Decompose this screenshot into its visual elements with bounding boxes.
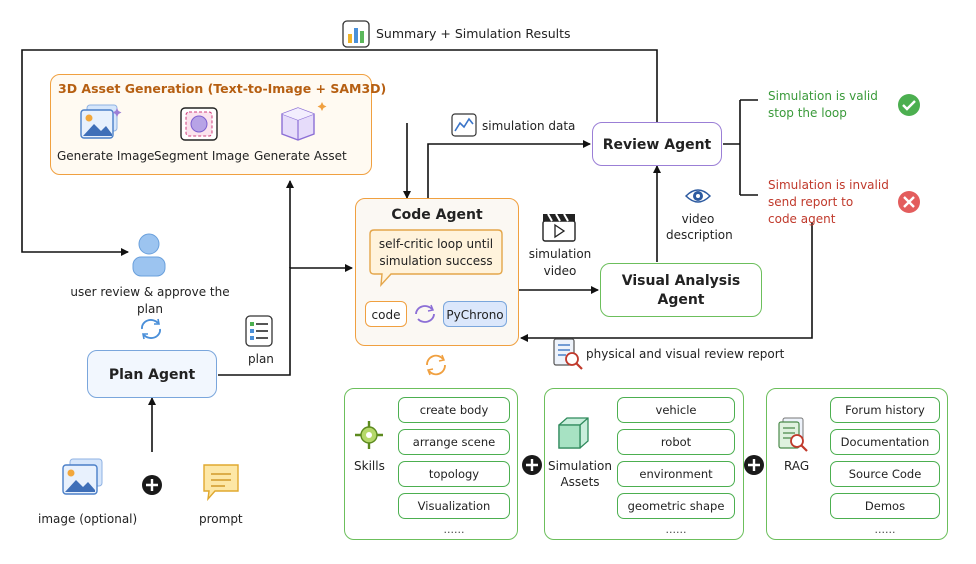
document-search-icon [777, 417, 809, 457]
review-agent-title: Review Agent [602, 137, 712, 153]
rag-label: RAG [784, 459, 810, 473]
invalid-line2: send report to [768, 195, 854, 209]
clapperboard-icon [542, 212, 576, 246]
review-branch-line [723, 99, 758, 196]
asset-item: robot [617, 429, 735, 455]
video-description-line2: description [666, 228, 733, 242]
code-agent-bubble-line2: simulation success [379, 254, 493, 268]
refresh-icon [138, 318, 164, 344]
skill-item: Visualization [398, 493, 510, 519]
valid-line2: stop the loop [768, 106, 847, 120]
plus-icon [521, 454, 543, 480]
rag-item: Demos [830, 493, 940, 519]
review-report-line [520, 222, 813, 342]
rag-item: Forum history [830, 397, 940, 423]
image-sparkle-icon [79, 104, 123, 146]
skill-item: create body [398, 397, 510, 423]
user-label-line1: user review & approve the [70, 285, 230, 299]
plan-agent-box [87, 350, 217, 398]
visual-agent-title-line1: Visual Analysis [621, 273, 741, 289]
user-icon [131, 232, 167, 282]
checklist-icon [245, 315, 273, 351]
joystick-icon [353, 419, 385, 455]
skill-item: topology [398, 461, 510, 487]
asset-generation-title: 3D Asset Generation (Text-to-Image + SAM… [58, 81, 387, 96]
asset-item: environment [617, 461, 735, 487]
review-report-label: physical and visual review report [586, 347, 785, 361]
step-generate-image: Generate Image [57, 149, 155, 163]
invalid-line3: code agent [768, 212, 836, 226]
visual-agent-box [600, 263, 762, 317]
skills-more: ...... [443, 523, 465, 536]
step-generate-asset: Generate Asset [254, 149, 347, 163]
skills-label: Skills [354, 459, 385, 473]
simulation-video-label-line2: video [543, 264, 577, 278]
segment-icon [179, 106, 219, 146]
pychrono-label: PyChrono [446, 308, 504, 322]
prompt-icon [201, 462, 241, 506]
asset-item: geometric shape [617, 493, 735, 519]
assets-label-line2: Assets [560, 475, 600, 489]
code-agent-title: Code Agent [391, 207, 483, 223]
user-label-line2: plan [137, 302, 163, 316]
sync-icon [423, 353, 449, 381]
line-chart-icon [451, 113, 477, 141]
rag-item: Source Code [830, 461, 940, 487]
rag-item: Documentation [830, 429, 940, 455]
check-icon [897, 93, 921, 121]
bar-chart-icon [342, 20, 370, 52]
code-agent-bubble-line1: self-critic loop until [378, 237, 494, 251]
assets-more: ...... [665, 523, 687, 536]
pychrono-chip [443, 301, 507, 327]
review-agent-box [592, 122, 722, 166]
report-search-icon [553, 338, 583, 374]
image-input-label: image (optional) [38, 512, 138, 526]
image-icon [60, 458, 106, 502]
loop-icon [413, 303, 437, 329]
plan-agent-title: Plan Agent [108, 367, 196, 383]
plus-icon [743, 454, 765, 480]
valid-line1: Simulation is valid [768, 89, 878, 103]
skill-item: arrange scene [398, 429, 510, 455]
asset-item: vehicle [617, 397, 735, 423]
rag-more: ...... [874, 523, 896, 536]
assets-label-line1: Simulation [548, 459, 612, 473]
code-chip [365, 301, 407, 327]
code-label: code [371, 308, 401, 322]
plus-icon [141, 474, 163, 500]
invalid-line1: Simulation is invalid [768, 178, 889, 192]
cube-asset-icon [555, 415, 591, 455]
eye-icon [684, 186, 712, 210]
plan-label: plan [248, 352, 274, 366]
cube-icon [278, 100, 330, 146]
thought-bubble [369, 229, 503, 291]
simulation-video-label-line1: simulation [528, 247, 592, 261]
cross-icon [897, 190, 921, 218]
prompt-label: prompt [199, 512, 243, 526]
simulation-data-line [427, 140, 591, 198]
step-segment-image: Segment Image [154, 149, 250, 163]
plan-to-code-line [218, 264, 353, 376]
simulation-data-label: simulation data [482, 119, 576, 133]
summary-label: Summary + Simulation Results [376, 26, 571, 41]
feedback-loop-line [21, 49, 658, 256]
visual-agent-title-line2: Agent [657, 292, 705, 308]
video-description-line1: video [681, 212, 715, 226]
